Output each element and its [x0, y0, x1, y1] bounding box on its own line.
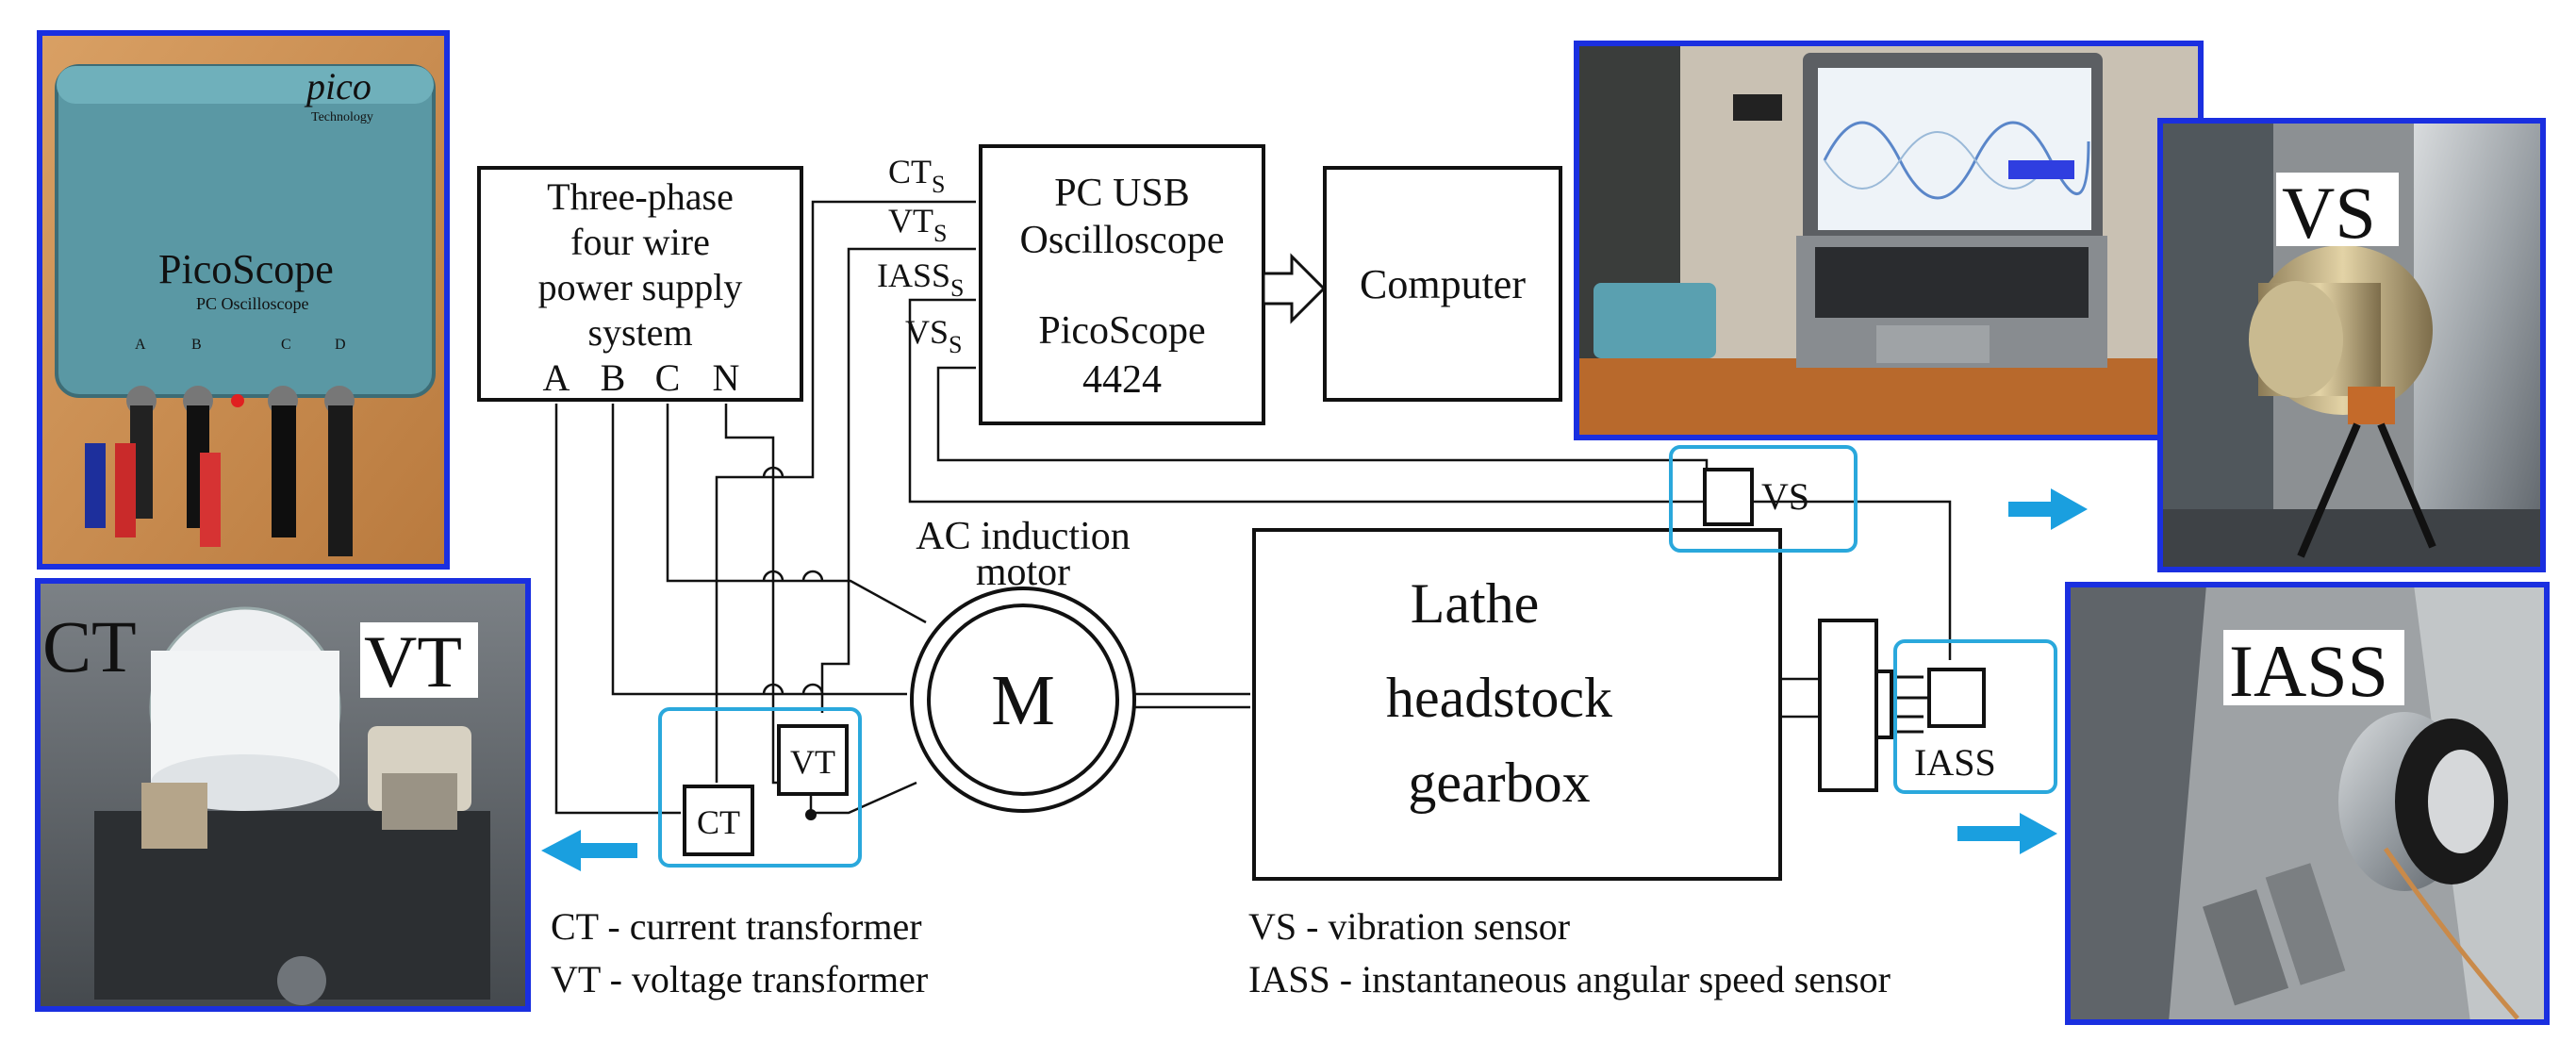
motor-symbol: M: [991, 661, 1055, 740]
photo-probes: [85, 386, 355, 556]
motor-title-line-1: AC induction: [916, 515, 1131, 558]
spindle-assembly: [1818, 619, 1924, 792]
vs-label: VS: [1761, 475, 1809, 518]
vs-block: VS: [1703, 468, 1809, 526]
photo-vs-sensor: VS: [2157, 118, 2546, 572]
oscilloscope-inputs: CTS VTS IASSS VSS: [877, 153, 965, 358]
photo-iass-sensor: IASS: [2065, 582, 2550, 1025]
photo-frame: [2157, 118, 2546, 572]
input-label-vt: VTS: [888, 202, 947, 247]
oscilloscope-line-3: PicoScope: [1038, 309, 1205, 353]
photo-brand: pico: [304, 65, 372, 107]
gearbox-line-2: headstock: [1386, 667, 1612, 729]
gearbox-line-3: gearbox: [1408, 752, 1590, 814]
input-label-vs: VSS: [905, 313, 963, 358]
photo-channel-c: C: [281, 337, 291, 353]
junction-dot: [805, 809, 817, 820]
legend-iass: IASS - instantaneous angular speed senso…: [1248, 958, 1891, 1000]
photo-channel-b: B: [191, 337, 202, 353]
photo-laptop: [1574, 41, 2204, 440]
gearbox-line-1: Lathe: [1411, 572, 1540, 635]
power-supply-block: Three-phase four wire power supply syste…: [477, 166, 803, 402]
gearbox-block: Lathe headstock gearbox: [1252, 528, 1782, 881]
phase-label-a: A: [543, 356, 570, 399]
photo-model-sub: PC Oscilloscope: [196, 294, 309, 313]
power-supply-line-1: Three-phase: [547, 175, 734, 218]
arrow-to-iass-photo: [1957, 813, 2057, 854]
ct-label: CT: [697, 803, 740, 841]
photo-label-ct: CT: [42, 605, 137, 687]
power-supply-line-2: four wire: [570, 221, 710, 263]
oscilloscope-block: PC USB Oscilloscope PicoScope 4424: [979, 144, 1265, 425]
phase-label-b: B: [601, 356, 626, 399]
computer-block: Computer: [1323, 166, 1562, 402]
oscilloscope-line-1: PC USB: [1054, 172, 1190, 215]
photo-frame: [35, 578, 531, 1012]
photo-label-vt: VT: [364, 620, 462, 703]
vt-block: VT: [777, 724, 849, 796]
phase-label-c: C: [655, 356, 681, 399]
legend-vs: VS - vibration sensor: [1248, 905, 1570, 948]
photo-model: PicoScope: [158, 246, 334, 292]
ct-block: CT: [683, 785, 754, 856]
power-supply-line-3: power supply: [538, 266, 743, 308]
photo-label-vs: VS: [2282, 172, 2376, 254]
iass-block: IASS: [1914, 668, 1996, 784]
arrow-to-ctvt-photo: [541, 830, 637, 871]
legend-vt: VT - voltage transformer: [551, 958, 928, 1000]
photo-channel-a: A: [135, 337, 146, 353]
photo-channel-d: D: [335, 337, 346, 353]
wire-crossovers: [762, 466, 824, 695]
motor-block: AC induction motor M: [910, 515, 1136, 813]
legend-ct: CT - current transformer: [551, 905, 922, 948]
iass-highlight: [1893, 639, 2057, 794]
photo-frame: [37, 30, 450, 570]
input-label-iass: IASSS: [877, 256, 965, 302]
wiring: [554, 200, 1952, 815]
photo-link-arrows: [541, 488, 2088, 871]
vt-label: VT: [790, 743, 835, 781]
vs-highlight: [1669, 445, 1858, 553]
power-supply-line-4: system: [587, 311, 692, 354]
photo-frame: [2065, 582, 2550, 1025]
oscilloscope-line-2: Oscilloscope: [1020, 219, 1225, 262]
ct-vt-highlight: [658, 707, 862, 868]
legend: CT - current transformer VT - voltage tr…: [551, 905, 1891, 1000]
computer-label: Computer: [1360, 261, 1526, 307]
photo-picoscope: pico Technology PicoScope PC Oscilloscop…: [37, 30, 450, 570]
photo-label-iass: IASS: [2229, 630, 2388, 712]
phase-label-n: N: [713, 356, 740, 399]
input-label-ct: CTS: [888, 153, 945, 198]
oscilloscope-line-4: 4424: [1082, 358, 1162, 402]
arrow-to-vs-photo: [2008, 488, 2088, 530]
photo-ct-vt: CT VT: [35, 578, 531, 1012]
iass-label: IASS: [1914, 741, 1996, 784]
data-transfer-arrow: [1262, 253, 1327, 324]
photo-brand-sub: Technology: [311, 110, 373, 124]
